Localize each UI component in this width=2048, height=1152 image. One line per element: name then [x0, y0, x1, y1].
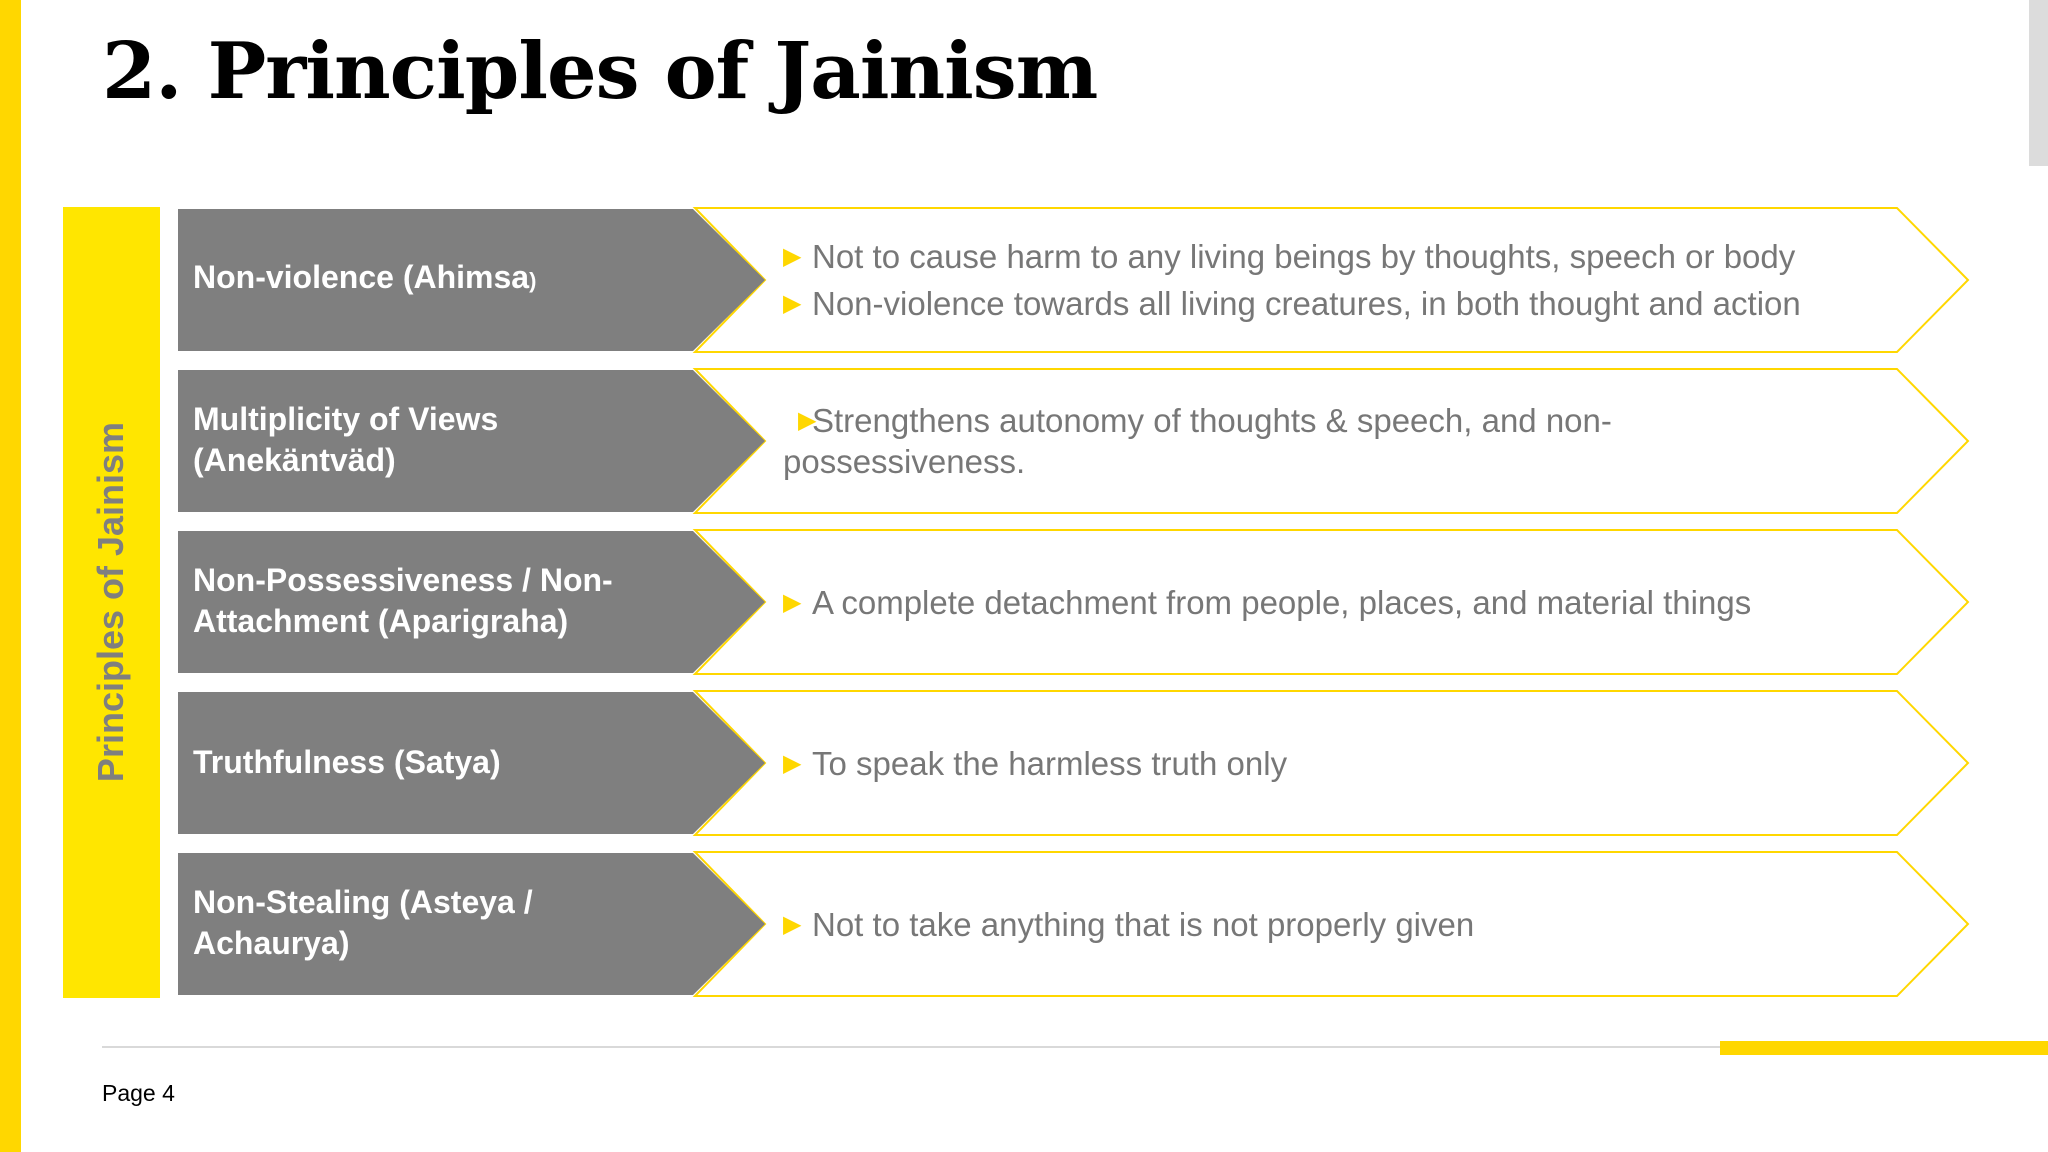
principle-bullets: ▶Not to take anything that is not proper…	[783, 851, 1913, 997]
principle-shape	[178, 851, 1970, 997]
footer-divider	[102, 1046, 1722, 1048]
scrollbar-thumb[interactable]	[2029, 0, 2048, 166]
principle-bullets: ▶Strengthens autonomy of thoughts & spee…	[783, 368, 1913, 514]
principle-title: Truthfulness (Satya)	[193, 743, 501, 780]
bullet-item: ▶Not to cause harm to any living beings …	[783, 233, 1913, 280]
principle-title: Non-violence (Ahimsa)	[193, 259, 537, 295]
triangle-right-icon: ▶	[783, 243, 802, 270]
principle-row-anekantvad: Multiplicity of Views(Anekäntväd) ▶Stren…	[178, 368, 1972, 514]
principle-shape	[178, 207, 1970, 353]
side-label: Principles of Jainism	[90, 421, 131, 783]
bullet-item: ▶To speak the harmless truth only	[783, 740, 1913, 787]
footer-accent-bar	[1720, 1041, 2048, 1055]
principle-shape	[178, 529, 1970, 675]
principle-bullets: ▶A complete detachment from people, plac…	[783, 529, 1913, 675]
principle-title: Non-Stealing (Asteya /Achaurya)	[193, 884, 533, 961]
bullet-item: ▶Strengthens autonomy of thoughts & spee…	[783, 400, 1633, 482]
principle-bullets: ▶Not to cause harm to any living beings …	[783, 207, 1913, 353]
triangle-right-icon: ▶	[783, 910, 802, 938]
bullet-item: ▶Non-violence towards all living creatur…	[783, 280, 1913, 327]
principle-title: Non-Possessiveness / Non-Attachment (Apa…	[193, 562, 613, 639]
principle-title: Multiplicity of Views(Anekäntväd)	[193, 401, 499, 478]
principle-bullets: ▶To speak the harmless truth only	[783, 690, 1913, 836]
principle-shape	[178, 690, 1970, 836]
principle-row-satya: Truthfulness (Satya) ▶To speak the harml…	[178, 690, 1972, 836]
page-title: 2. Principles of Jainism	[102, 26, 1098, 117]
triangle-right-icon: ▶	[783, 290, 802, 317]
bullet-item: ▶A complete detachment from people, plac…	[783, 579, 1913, 626]
bullet-item: ▶Not to take anything that is not proper…	[783, 901, 1913, 948]
triangle-right-icon: ▶	[783, 588, 802, 616]
left-accent-bar	[0, 0, 21, 1152]
principle-row-aparigraha: Non-Possessiveness / Non-Attachment (Apa…	[178, 529, 1972, 675]
principle-row-asteya: Non-Stealing (Asteya /Achaurya) ▶Not to …	[178, 851, 1972, 997]
triangle-right-icon: ▶	[783, 749, 802, 777]
principle-shape	[178, 368, 1970, 514]
page-number: Page 4	[102, 1080, 175, 1106]
triangle-right-icon: ▶	[798, 407, 817, 434]
principle-row-ahimsa: Non-violence (Ahimsa) ▶Not to cause harm…	[178, 207, 1972, 353]
side-label-box	[63, 207, 160, 998]
